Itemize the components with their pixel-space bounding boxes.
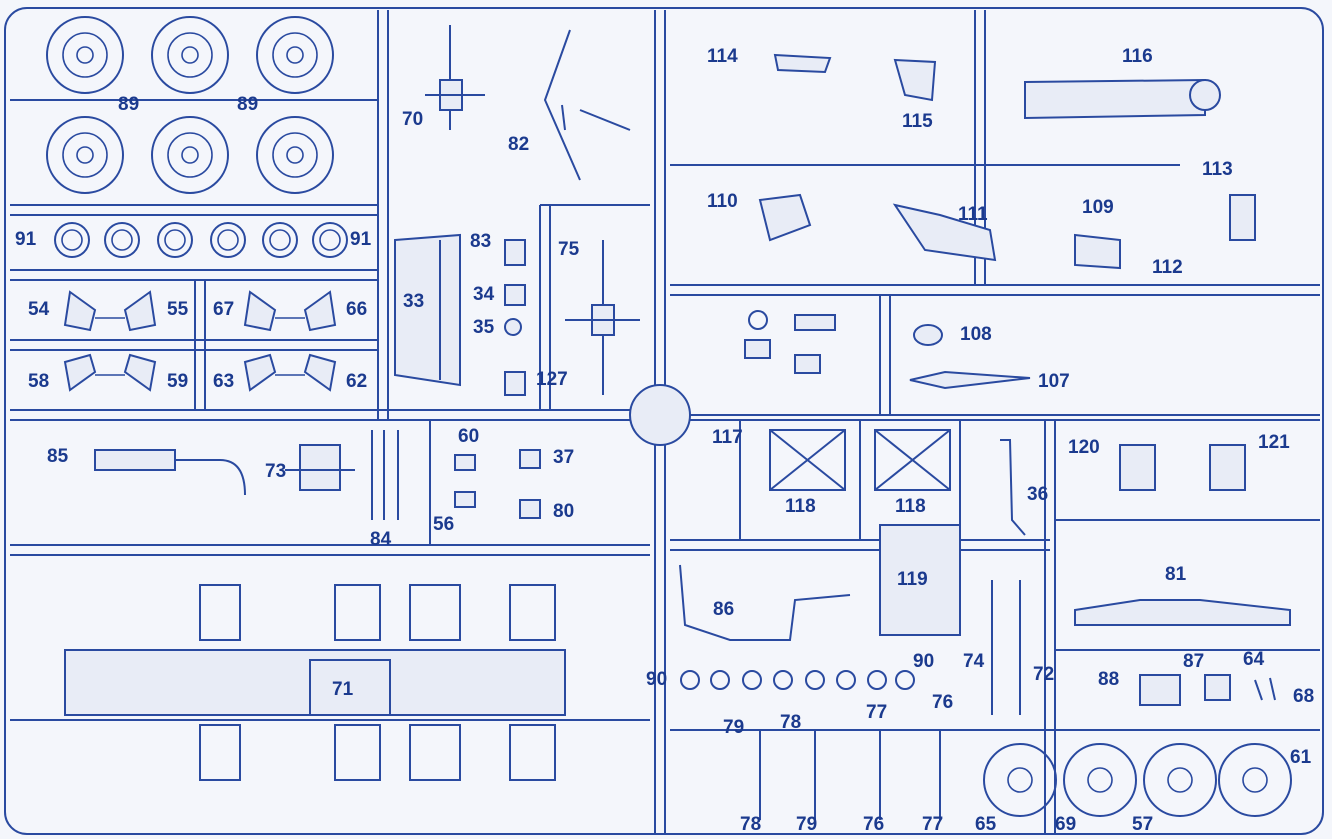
part-label-69: 69: [1055, 814, 1077, 835]
part-label-67: 67: [213, 299, 235, 320]
part-label-73: 73: [265, 461, 287, 482]
part-label-118b: 118: [895, 496, 926, 517]
part-label-110: 110: [707, 191, 738, 212]
part-label-108: 108: [960, 324, 992, 345]
part-label-57: 57: [1132, 814, 1154, 835]
parts-88-87-64-68: [1139, 674, 1276, 706]
part-75: [565, 240, 640, 395]
part-70: [425, 25, 485, 130]
part-label-115: 115: [902, 111, 933, 132]
part-label-80: 80: [553, 501, 575, 522]
part-label-78a: 78: [780, 712, 802, 733]
part-86: [679, 564, 851, 641]
part-label-121: 121: [1258, 432, 1290, 453]
part-label-86: 86: [713, 599, 735, 620]
part-label-33: 33: [403, 291, 425, 312]
rings-91: [54, 222, 348, 258]
part-label-116: 116: [1122, 46, 1153, 67]
part-label-91b: 91: [350, 229, 372, 250]
part-label-60: 60: [458, 426, 480, 447]
brake-drums: [983, 743, 1292, 817]
part-84: [371, 430, 399, 520]
part-label-114: 114: [707, 46, 738, 67]
part-label-76a: 76: [932, 692, 954, 713]
part-label-63: 63: [213, 371, 235, 392]
part-label-113: 113: [1202, 159, 1233, 180]
parts-118: [769, 429, 951, 491]
part-label-90b: 90: [913, 651, 935, 672]
small-parts-83-34-35-127: [504, 239, 526, 396]
part-label-119: 119: [897, 569, 928, 590]
part-label-66: 66: [346, 299, 368, 320]
parts-74-72: [991, 580, 1021, 715]
part-81: [1074, 599, 1291, 626]
part-label-65: 65: [975, 814, 997, 835]
part-label-111: 111: [958, 204, 988, 225]
part-label-87: 87: [1183, 651, 1205, 672]
part-label-90a: 90: [646, 669, 668, 690]
part-label-59: 59: [167, 371, 189, 392]
part-85: [94, 449, 246, 496]
part-label-79a: 79: [723, 717, 745, 738]
part-label-58: 58: [28, 371, 50, 392]
part-label-37: 37: [553, 447, 575, 468]
part-71-chassis: [64, 584, 566, 781]
part-label-120: 120: [1068, 437, 1100, 458]
part-label-71: 71: [332, 679, 354, 700]
part-label-68: 68: [1293, 686, 1315, 707]
part-label-76b: 76: [863, 814, 885, 835]
parts-108-107: [909, 324, 1031, 390]
part-36: [1000, 439, 1026, 536]
part-label-77b: 77: [922, 814, 944, 835]
part-label-61: 61: [1290, 747, 1312, 768]
figure-parts: [758, 53, 1256, 270]
part-label-74: 74: [963, 651, 985, 672]
part-label-89a: 89: [118, 94, 140, 115]
part-label-36: 36: [1027, 484, 1049, 505]
part-label-34: 34: [473, 284, 495, 305]
part-label-91a: 91: [15, 229, 37, 250]
parts-120-121: [1119, 444, 1246, 491]
wheel-hubs-89: [10, 16, 378, 194]
part-label-84: 84: [370, 529, 392, 550]
part-label-127: 127: [536, 369, 568, 390]
part-label-62: 62: [346, 371, 368, 392]
clips-60-56-37-80: [454, 449, 541, 519]
part-label-56: 56: [433, 514, 455, 535]
rings-90: [680, 670, 915, 690]
part-119: [879, 524, 961, 636]
part-label-75: 75: [558, 239, 580, 260]
part-label-78b: 78: [740, 814, 762, 835]
part-label-64: 64: [1243, 649, 1265, 670]
part-label-55: 55: [167, 299, 189, 320]
part-33: [394, 233, 461, 387]
part-label-77a: 77: [866, 702, 888, 723]
part-label-70: 70: [402, 109, 424, 130]
part-label-107: 107: [1038, 371, 1070, 392]
part-label-118a: 118: [785, 496, 816, 517]
part-label-35: 35: [473, 317, 495, 338]
part-label-54: 54: [28, 299, 50, 320]
part-label-88: 88: [1098, 669, 1120, 690]
part-label-72: 72: [1033, 664, 1055, 685]
small-cluster: [744, 310, 836, 374]
shock-absorbers: [759, 730, 941, 820]
part-label-85: 85: [47, 446, 69, 467]
part-label-109: 109: [1082, 197, 1114, 218]
part-label-89b: 89: [237, 94, 259, 115]
suspension-parts: [63, 290, 337, 392]
part-label-82: 82: [508, 134, 530, 155]
sprue-gate: [629, 384, 691, 446]
part-label-79b: 79: [796, 814, 818, 835]
part-73: [285, 444, 355, 491]
part-label-117: 117: [712, 427, 743, 448]
part-label-83: 83: [470, 231, 492, 252]
part-label-81: 81: [1165, 564, 1187, 585]
part-82: [543, 29, 631, 181]
sprue-runners: [10, 10, 1320, 834]
part-label-112: 112: [1152, 257, 1183, 278]
